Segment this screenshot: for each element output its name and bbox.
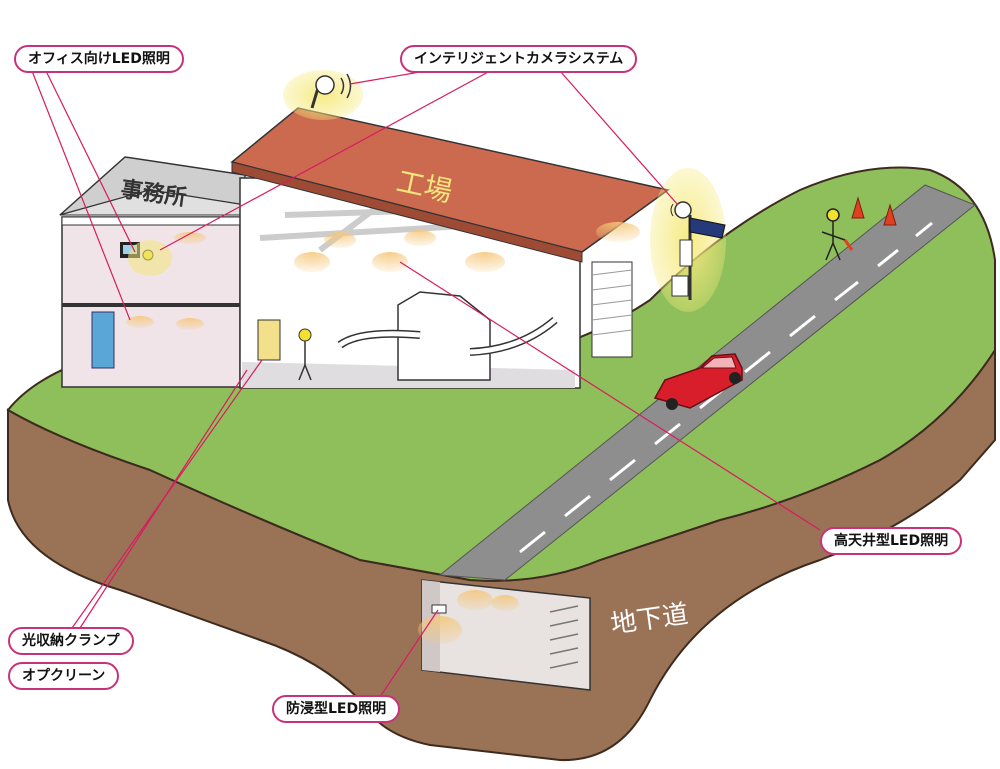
worker-figure xyxy=(821,208,854,261)
pole-camera xyxy=(650,168,726,312)
office-building xyxy=(59,156,246,388)
roof-camera xyxy=(283,70,363,120)
callout-light-storage-clamp: 光収納クランプ xyxy=(8,627,134,655)
callout-high-ceiling-led: 高天井型LED照明 xyxy=(820,527,963,555)
callout-opclean: オプクリーン xyxy=(8,662,120,690)
traffic-cones xyxy=(851,196,897,226)
callout-camera-system: インテリジェントカメラシステム xyxy=(400,45,638,73)
leader-lines xyxy=(31,70,821,698)
tunnel xyxy=(418,579,591,691)
car xyxy=(653,353,743,410)
callout-office-led: オフィス向けLED照明 xyxy=(14,45,184,73)
callout-waterproof-led: 防浸型LED照明 xyxy=(272,695,401,723)
